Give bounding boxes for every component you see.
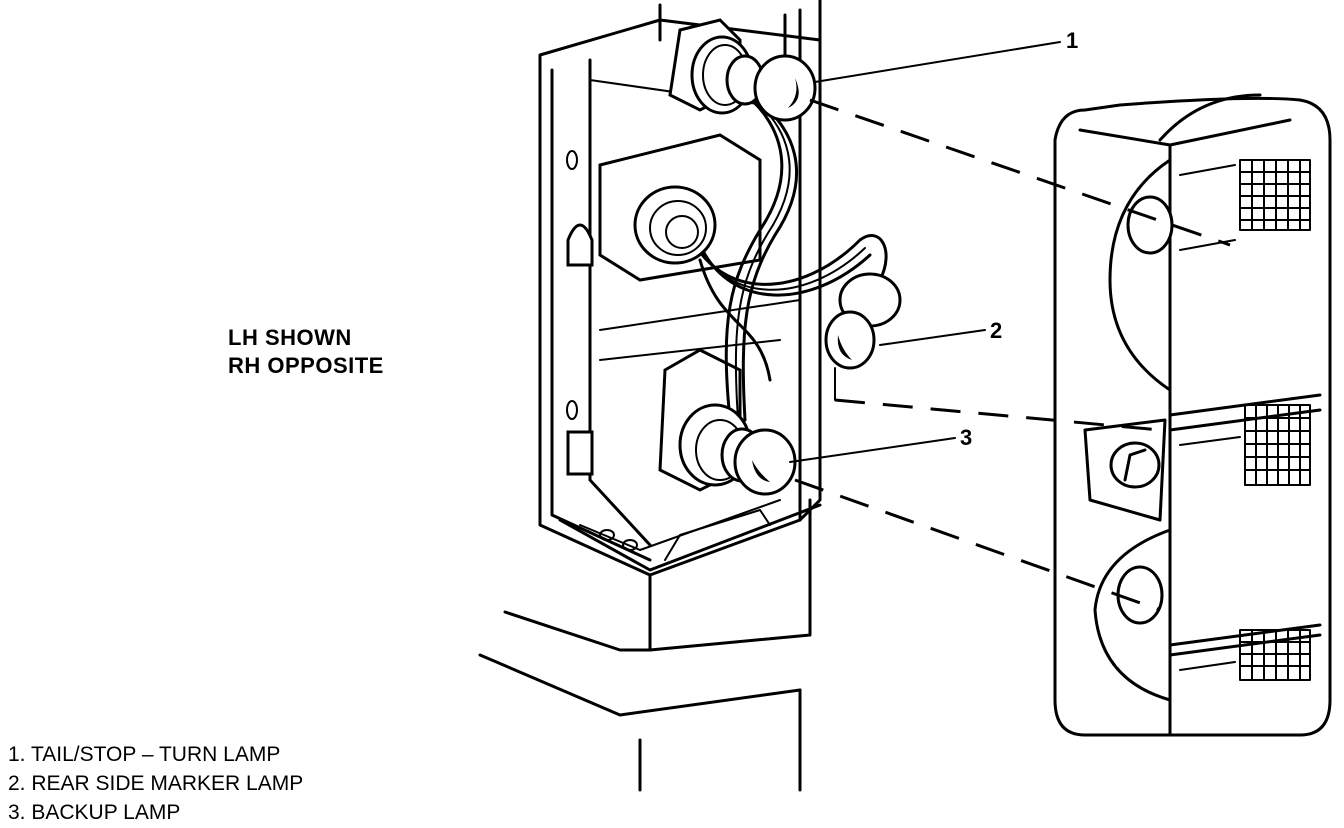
callout-2: 2	[990, 318, 1002, 343]
middle-socket	[633, 185, 717, 265]
alignment-lines	[794, 98, 1231, 612]
parts-legend: 1. TAIL/STOP – TURN LAMP 2. REAR SIDE MA…	[8, 740, 303, 827]
orientation-note: LH SHOWN RH OPPOSITE	[228, 324, 384, 380]
leader-lines	[789, 41, 1061, 463]
wiring-harness	[688, 88, 888, 422]
tail-stop-turn-bulb	[690, 35, 817, 122]
note-line-2: RH OPPOSITE	[228, 353, 384, 378]
callout-1: 1	[1066, 28, 1078, 53]
vehicle-body-pocket	[478, 0, 822, 792]
callout-3: 3	[960, 425, 972, 450]
lamp-lens-assembly	[1053, 93, 1332, 737]
backup-bulb	[678, 403, 797, 496]
note-line-1: LH SHOWN	[228, 325, 352, 350]
legend-item-1: 1. TAIL/STOP – TURN LAMP	[8, 743, 281, 766]
legend-item-3: 3. BACKUP LAMP	[8, 801, 181, 824]
legend-item-2: 2. REAR SIDE MARKER LAMP	[8, 772, 304, 795]
rear-side-marker-bulb	[824, 272, 902, 370]
